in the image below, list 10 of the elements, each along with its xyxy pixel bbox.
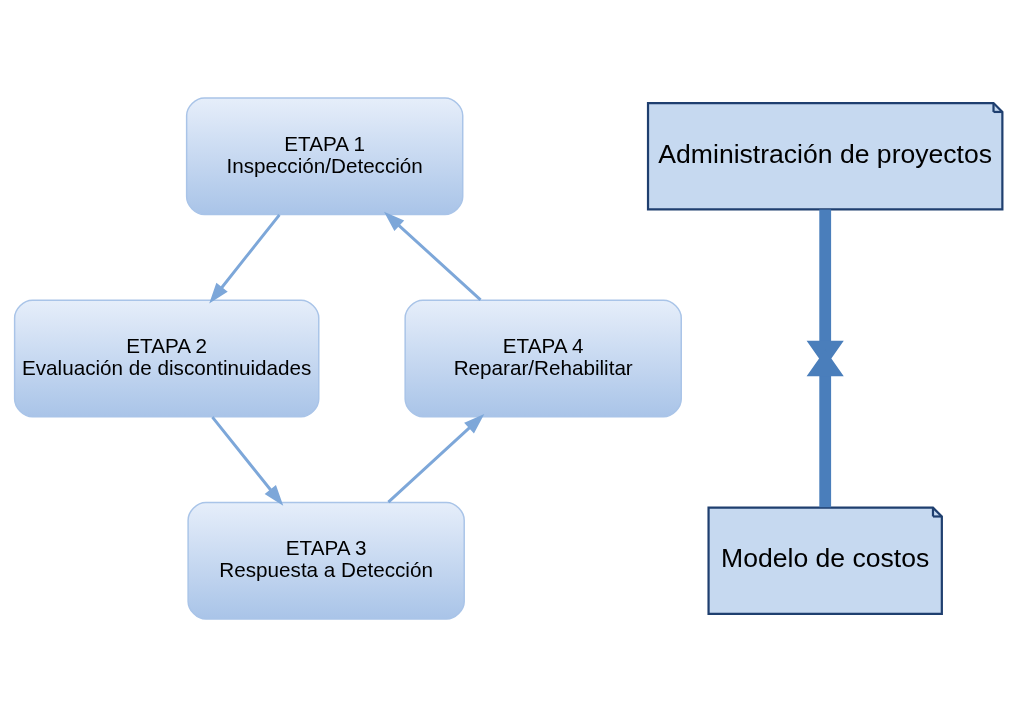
arrow	[806, 340, 844, 507]
arrow	[806, 209, 844, 376]
node-box: ETAPA 4 Reparar/Rehabilitar	[404, 298, 682, 418]
arrow	[387, 413, 485, 503]
arrow	[211, 415, 284, 506]
node-box: ETAPA 1 Inspección/Detección	[185, 96, 464, 215]
node-box: ETAPA 3 Respuesta a Detección	[187, 501, 465, 620]
node-box: ETAPA 2 Evaluación de discontinuidades	[13, 298, 320, 418]
arrow	[209, 213, 281, 303]
arrow	[384, 211, 482, 301]
